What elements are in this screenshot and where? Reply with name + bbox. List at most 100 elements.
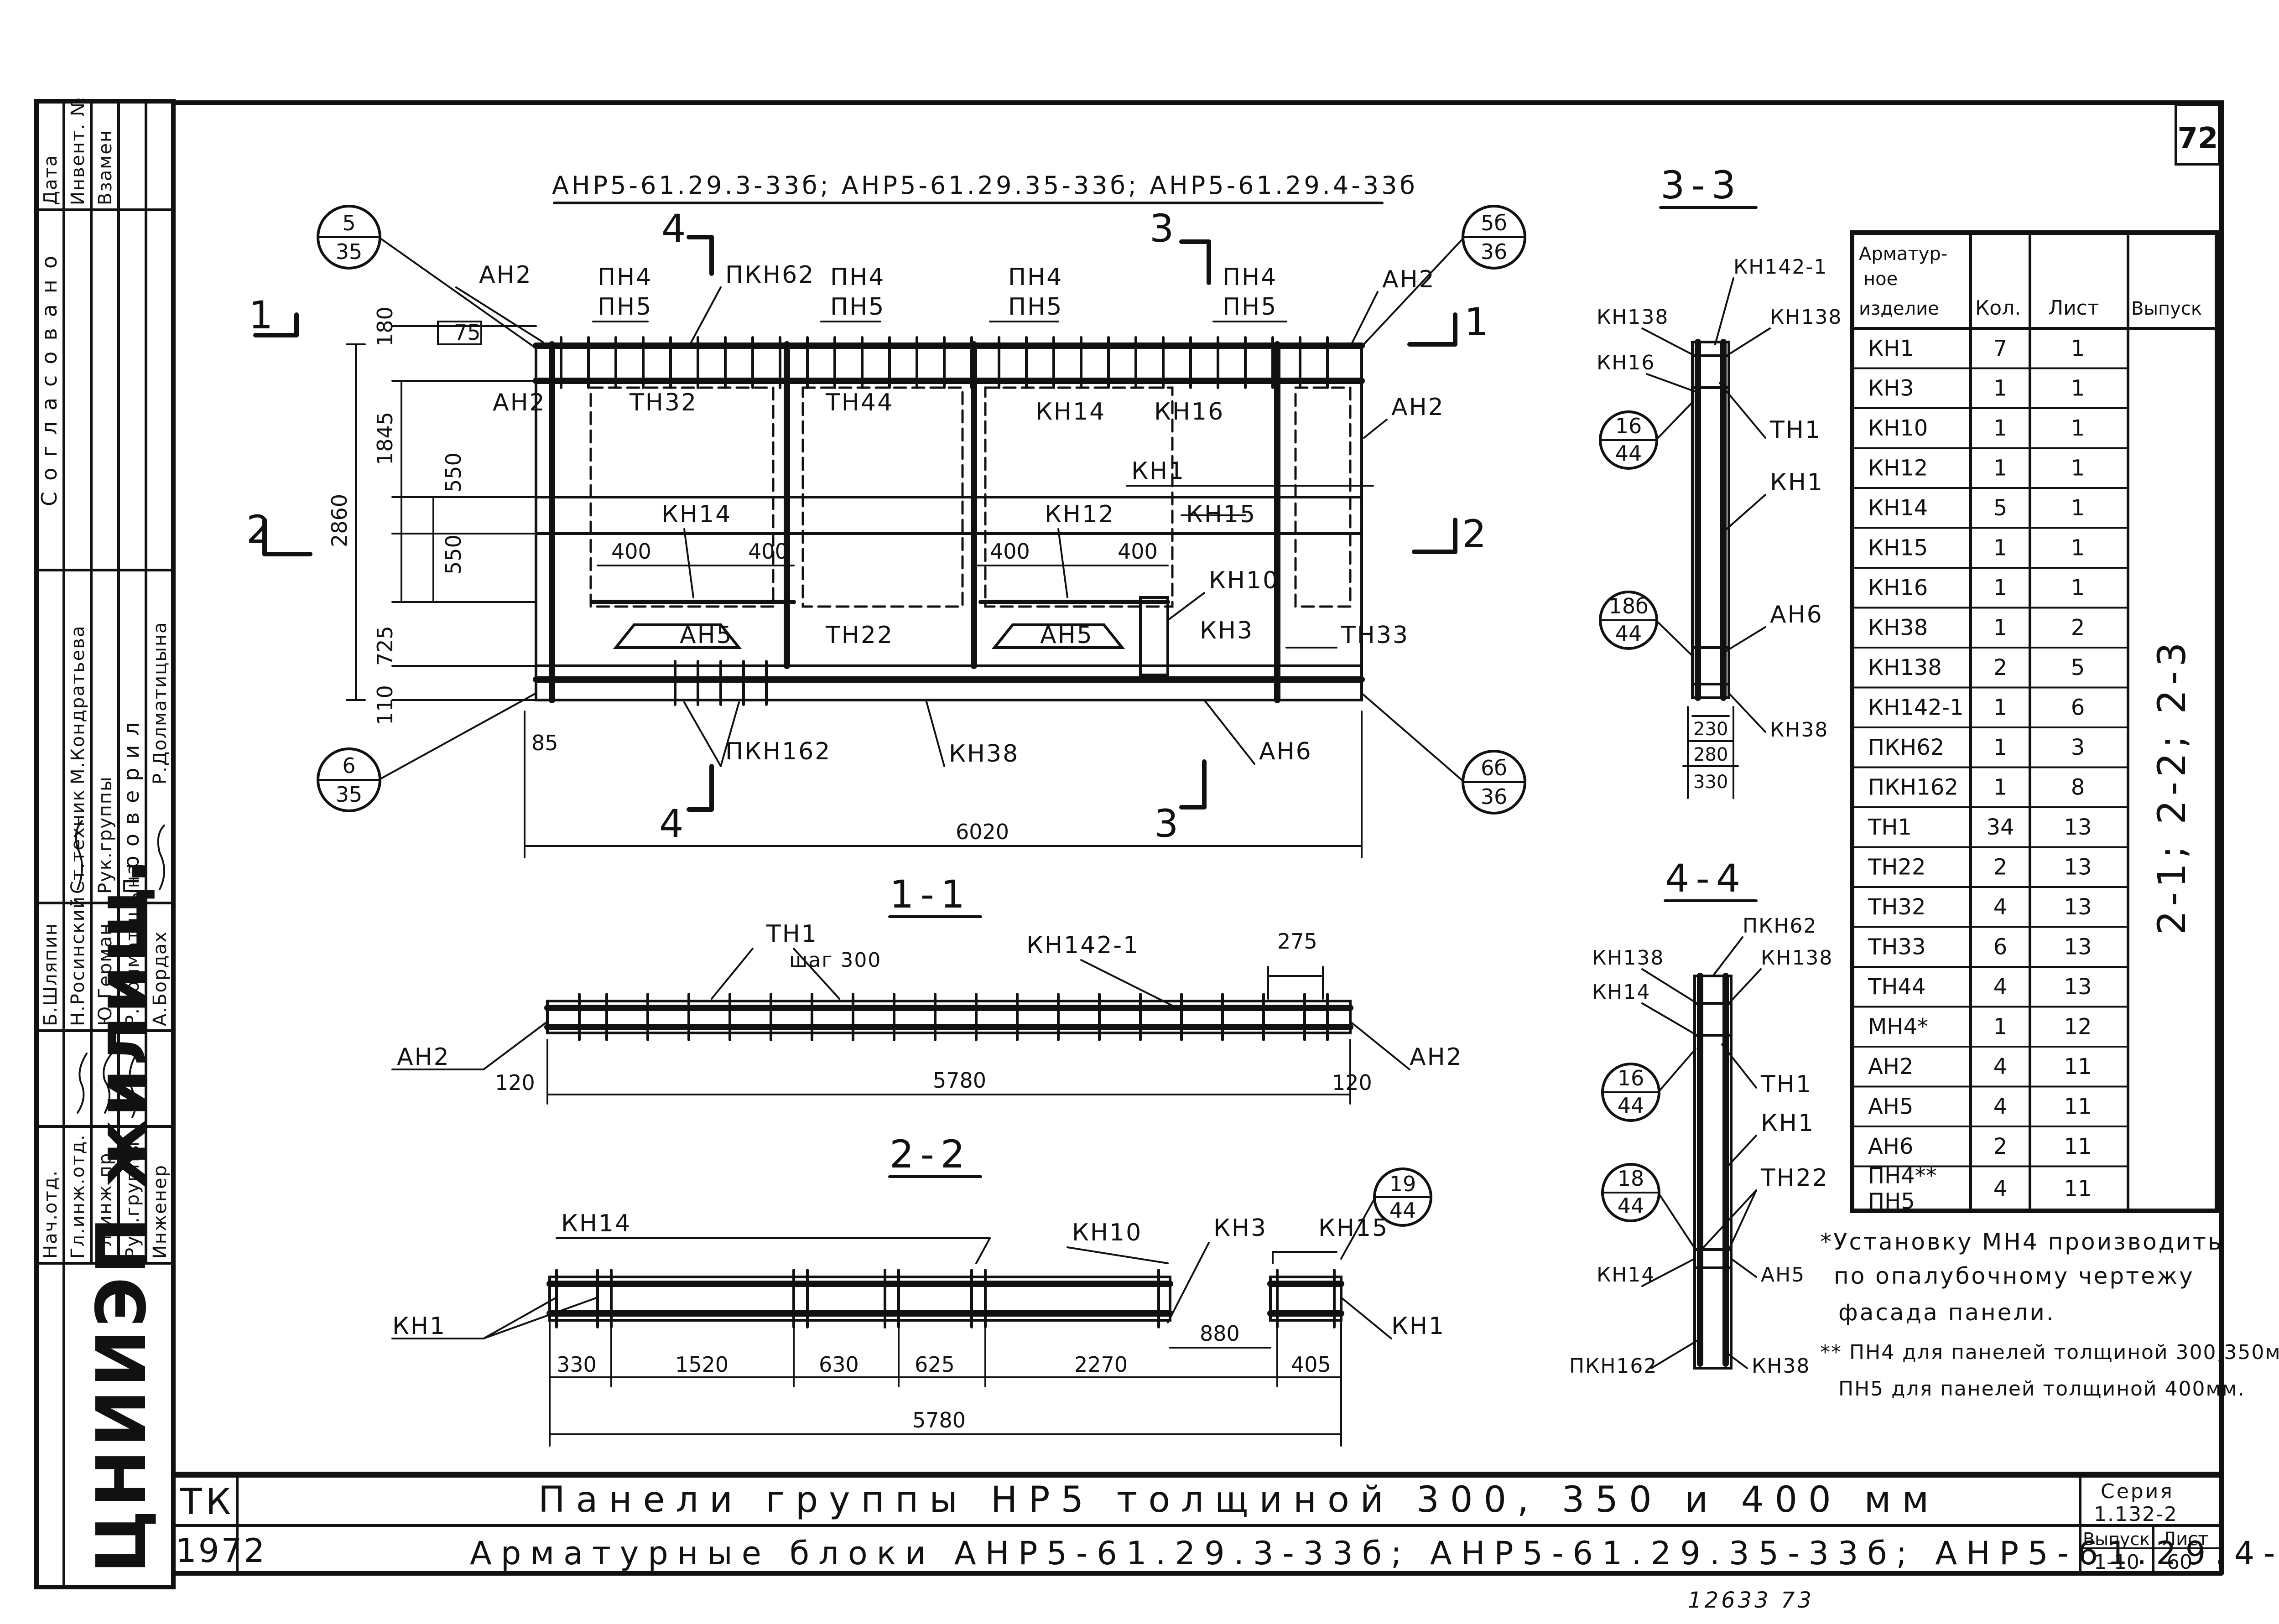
note-line-1: *Установку МН4 производить	[1820, 1229, 2223, 1255]
cell-qty: 1	[1993, 535, 2008, 560]
label-tn33: ТН33	[1341, 622, 1409, 649]
dim-880: 880	[1200, 1321, 1240, 1346]
cell-item: ПН4**	[1868, 1163, 1937, 1188]
cell-item: ТН32	[1868, 894, 1926, 920]
stamp-replaces: Взамен	[95, 130, 116, 205]
svg-text:6б: 6б	[1481, 756, 1507, 780]
signature	[75, 820, 83, 890]
cell-qty: 5	[1993, 495, 2008, 521]
svg-text:16: 16	[1618, 1066, 1644, 1090]
cell-qty: 1	[1993, 695, 2008, 720]
svg-text:6: 6	[342, 753, 355, 778]
dim-280: 280	[1693, 744, 1728, 765]
cell-item: КН1	[1868, 336, 1914, 361]
note-line-4: ** ПН4 для панелей толщиной 300,350мм	[1820, 1341, 2279, 1364]
dim-2270: 2270	[1074, 1352, 1128, 1377]
stamp-role-1: Нач.отд.	[40, 1170, 61, 1259]
label-kn142: КН142-1	[1733, 255, 1827, 279]
callout-16-44-b: 16 44	[1601, 1048, 1696, 1122]
label-tn1: ТН1	[1760, 1071, 1812, 1098]
label-an5-a: АН5	[680, 622, 733, 649]
label-tn1: ТН1	[1769, 416, 1821, 444]
label-kn14-b: КН14	[661, 501, 732, 528]
label-tn22: ТН22	[825, 622, 894, 649]
cell-qty: 1	[1993, 1014, 2008, 1039]
label-step: шаг 300	[789, 949, 881, 972]
signature	[103, 1053, 113, 1114]
label-pkn162: ПКН162	[1569, 1354, 1657, 1378]
svg-text:44: 44	[1618, 1193, 1644, 1218]
an5-lintel	[613, 623, 742, 649]
signature	[129, 1053, 138, 1118]
callout-19-44: 19 44	[1340, 1167, 1432, 1260]
label-kn16: КН16	[1154, 398, 1224, 425]
cell-sheet: 11	[2064, 1134, 2092, 1159]
label-kn1: КН1	[1131, 457, 1185, 485]
label-an5-b: АН5	[1040, 622, 1093, 649]
cell-sheet: 11	[2064, 1094, 2092, 1119]
label-pn5-3: ПН5	[1008, 293, 1063, 321]
title-code: ТК	[180, 1482, 234, 1523]
svg-text:36: 36	[1481, 784, 1508, 809]
stamp-name-4: Р.Долматицына	[122, 863, 143, 1026]
cut-3-bottom: 3	[1154, 801, 1183, 846]
cell-item: ТН1	[1868, 815, 1912, 840]
cell-qty: 1	[1993, 735, 2008, 760]
label-tn44: ТН44	[825, 389, 894, 416]
dim-1520: 1520	[675, 1352, 728, 1377]
dim-230: 230	[1693, 719, 1728, 740]
svg-text:44: 44	[1615, 441, 1642, 466]
stamp-name-5: А.Бордах	[150, 931, 171, 1026]
label-kn142: КН142-1	[1026, 932, 1140, 959]
svg-text:16: 16	[1615, 414, 1642, 438]
cell-sheet: 13	[2064, 974, 2092, 1000]
cell-item: АН2	[1868, 1054, 1913, 1079]
title-block: ТК 1972 Панели группы НР5 толщиной 300, …	[176, 1473, 2279, 1575]
label-pn4-2: ПН4	[830, 264, 885, 291]
sheet-number-box: 72	[2175, 104, 2221, 166]
label-pkn62: ПКН62	[1743, 914, 1817, 938]
title-line-2: Арматурные блоки АНР5-61.29.3-33б; АНР5-…	[470, 1535, 2279, 1572]
cell-qty: 4	[1993, 1054, 2008, 1079]
svg-text:18: 18	[1618, 1166, 1644, 1191]
label-pn4-4: ПН4	[1223, 264, 1277, 291]
cell-sheet: 12	[2064, 1014, 2092, 1039]
label-kn38: КН38	[949, 740, 1019, 768]
stamp-signer-name-1: М.Кондратьева	[68, 625, 88, 784]
label-pn5-4: ПН5	[1223, 293, 1277, 321]
issue-label: Выпуск	[2083, 1529, 2150, 1549]
dim-405: 405	[1291, 1352, 1331, 1377]
header-item-3: изделие	[1859, 298, 1939, 319]
dim-400a: 400	[611, 539, 651, 564]
cell-sheet: 1	[2071, 455, 2085, 481]
callout-18-44: 18 44	[1601, 1163, 1696, 1250]
label-pn5-2: ПН5	[830, 293, 885, 321]
note-line-5: ПН5 для панелей толщиной 400мм.	[1838, 1377, 2245, 1401]
cut-1-right: 1	[1464, 300, 1493, 344]
sheet-label: Лист	[2162, 1529, 2208, 1550]
sheet-number: 72	[2177, 122, 2218, 156]
title-year: 1972	[176, 1531, 266, 1570]
dim-1845: 1845	[373, 412, 397, 465]
stamp-inventory: Инвент. №	[68, 96, 88, 205]
dim-630: 630	[819, 1352, 859, 1377]
header-item-2: ное	[1863, 269, 1898, 290]
cell-qty: 4	[1993, 974, 2008, 1000]
dim-5780: 5780	[912, 1408, 966, 1432]
callout-6-35: 6 35	[317, 692, 537, 812]
footer-number: 12633 73	[1688, 1588, 1814, 1613]
label-an6: АН6	[1259, 738, 1312, 765]
svg-text:35: 35	[336, 782, 363, 807]
cell-qty: 2	[1993, 1134, 2008, 1159]
